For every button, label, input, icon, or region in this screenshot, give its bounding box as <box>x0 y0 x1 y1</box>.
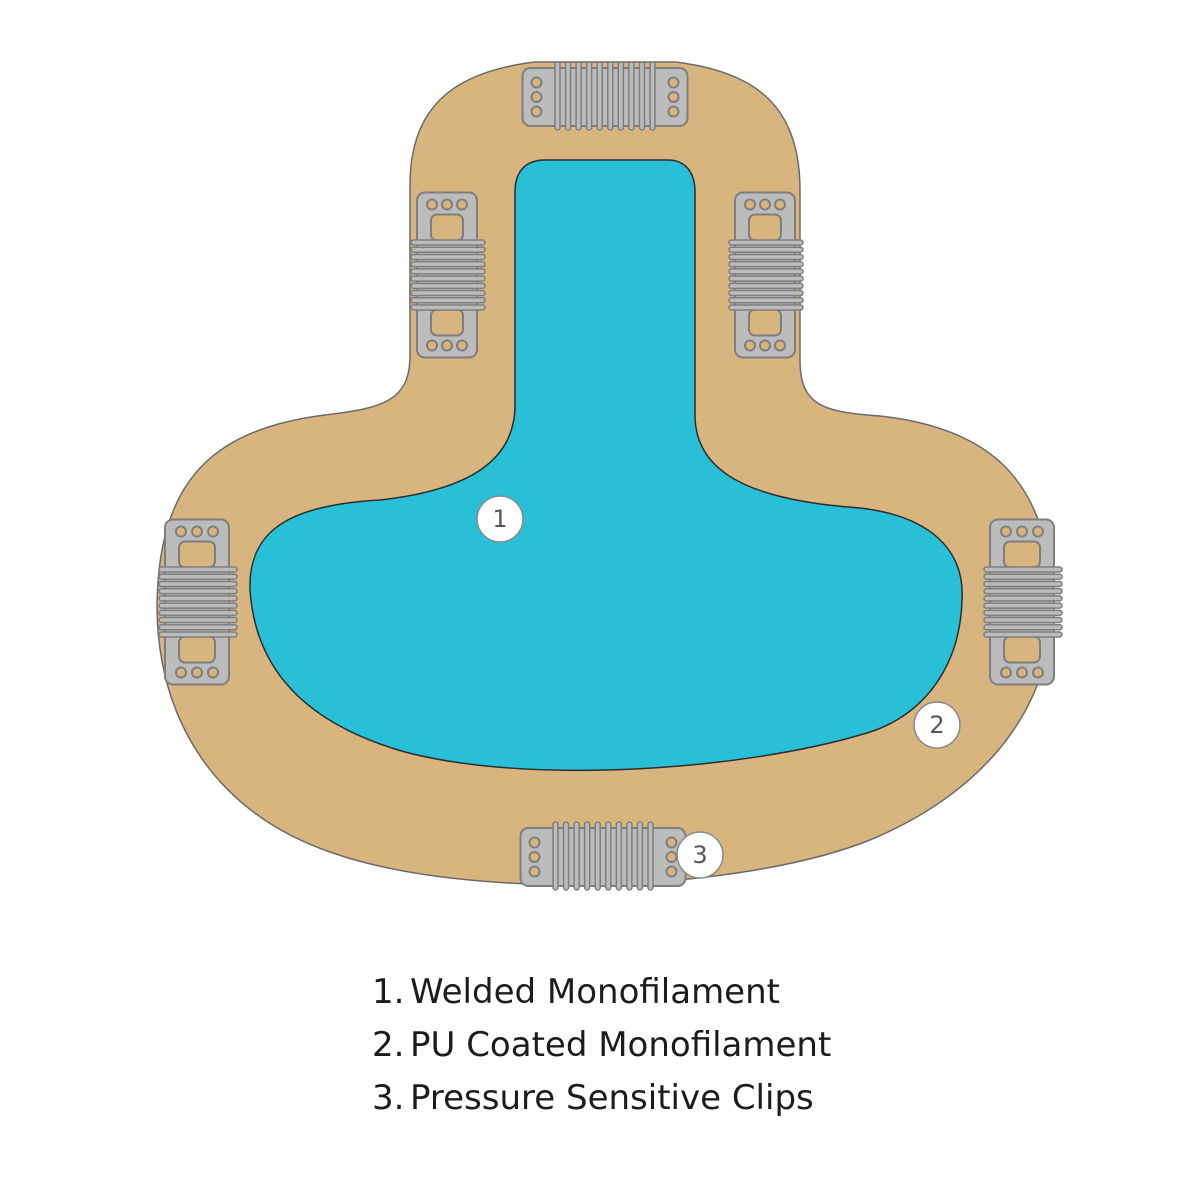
clip-top <box>521 61 689 131</box>
callout-3: 3 <box>676 831 724 879</box>
clip-bottom <box>519 821 687 891</box>
clip-upper-right <box>728 191 804 359</box>
callout-2-label: 2 <box>929 711 944 739</box>
legend-text: Welded Monofilament <box>410 972 780 1012</box>
legend-item: 3. Pressure Sensitive Clips <box>372 1078 831 1131</box>
callout-1: 1 <box>476 495 524 543</box>
callout-3-label: 3 <box>692 841 707 869</box>
clip-left <box>158 518 238 686</box>
legend-item: 2. PU Coated Monofilament <box>372 1025 831 1078</box>
legend-item: 1. Welded Monofilament <box>372 972 831 1025</box>
legend-text: Pressure Sensitive Clips <box>410 1078 814 1118</box>
hair-system-diagram: 1 2 3 <box>156 61 1063 891</box>
callout-2: 2 <box>913 701 961 749</box>
clip-upper-left <box>410 191 486 359</box>
pressure-sensitive-clips <box>158 61 1063 891</box>
legend-text: PU Coated Monofilament <box>410 1025 832 1065</box>
callout-1-label: 1 <box>492 505 507 533</box>
legend-number: 3. <box>372 1078 405 1118</box>
legend-number: 1. <box>372 972 405 1012</box>
legend: 1. Welded Monofilament 2. PU Coated Mono… <box>372 972 831 1131</box>
legend-number: 2. <box>372 1025 405 1065</box>
clip-right <box>983 518 1063 686</box>
welded-monofilament-area <box>249 159 963 772</box>
